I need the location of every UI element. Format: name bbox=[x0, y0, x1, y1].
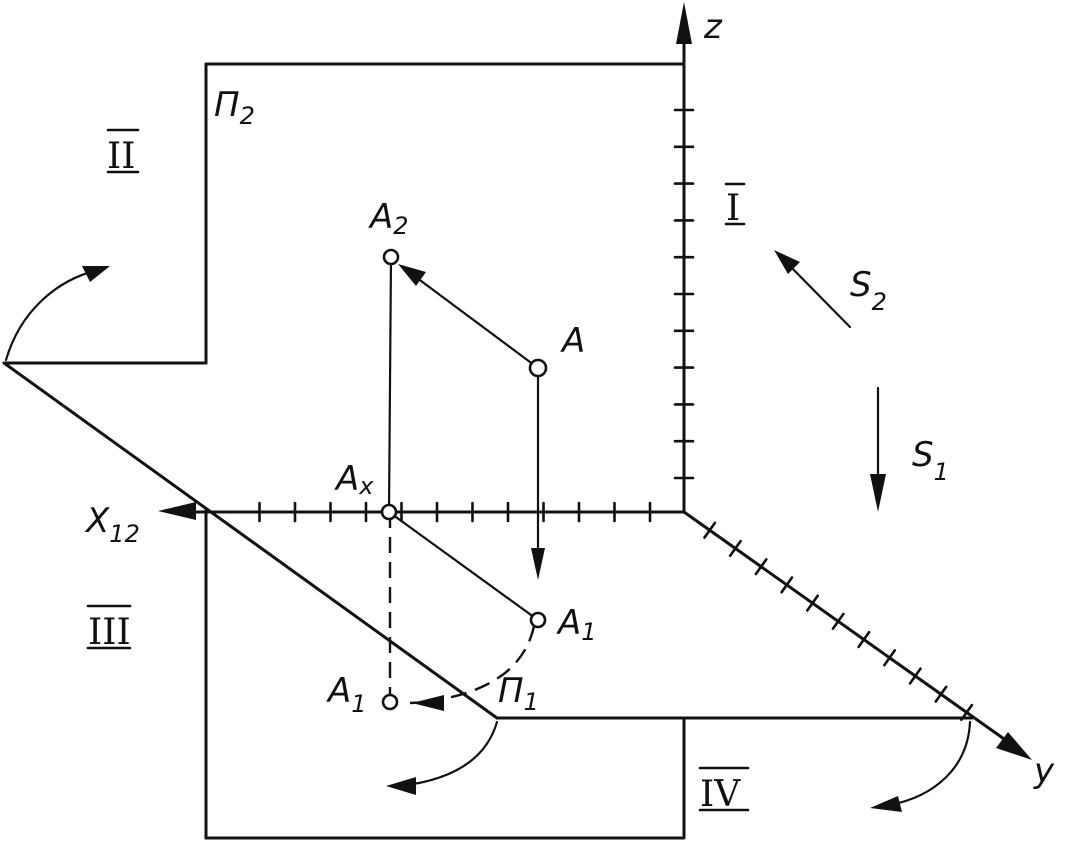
octant-label-four: IV bbox=[698, 766, 750, 815]
y-axis-tick bbox=[754, 558, 768, 576]
direction-s2-label: S2 bbox=[850, 265, 887, 316]
y-axis-tick bbox=[805, 594, 819, 612]
horizontal-plane-oblique-edge bbox=[2, 361, 499, 720]
y-axis-arrowhead bbox=[996, 732, 1032, 760]
frontal-plane-label: Π2 bbox=[214, 85, 255, 130]
projection-arrowhead-a2 bbox=[398, 264, 426, 286]
y-axis-tick bbox=[831, 612, 845, 630]
y-axis-tick bbox=[883, 649, 897, 667]
rotation-arrowhead-lower-right bbox=[870, 796, 902, 812]
y-axis bbox=[682, 510, 1016, 748]
direction-arrowhead-s1 bbox=[870, 474, 886, 512]
point-ax bbox=[380, 503, 398, 521]
direction-arrow-s2 bbox=[784, 260, 852, 329]
point-ax-label: Ax bbox=[334, 459, 374, 500]
point-a1-rotated-label: A1 bbox=[326, 671, 367, 718]
direction-s1-label: S1 bbox=[912, 435, 949, 486]
svg-text:IV: IV bbox=[700, 774, 741, 815]
octant-label-two: II bbox=[106, 128, 140, 177]
svg-text:III: III bbox=[88, 612, 131, 653]
rotation-arc-upper-left bbox=[4, 268, 100, 362]
rotation-arrowhead-upper-left bbox=[82, 266, 110, 282]
svg-text:II: II bbox=[107, 136, 135, 177]
z-axis-label: z bbox=[703, 7, 723, 47]
rotation-arc-lower-right bbox=[882, 720, 972, 808]
point-a-label: A bbox=[560, 321, 585, 361]
x-axis-arrowhead bbox=[158, 502, 196, 520]
y-axis-label: y bbox=[1033, 751, 1055, 791]
point-a1-oblique bbox=[529, 611, 547, 629]
y-axis-tick bbox=[703, 521, 717, 539]
y-axis-tick bbox=[960, 703, 974, 722]
svg-text:I: I bbox=[726, 188, 740, 229]
point-a1-rotated bbox=[381, 693, 399, 711]
octant-label-three: III bbox=[86, 604, 132, 653]
y-axis-tick bbox=[934, 685, 948, 703]
rotation-arc-lower-middle bbox=[398, 720, 499, 788]
link-line-a2-to-ax bbox=[387, 255, 393, 514]
y-axis-ticks bbox=[703, 521, 974, 722]
y-axis-tick bbox=[780, 576, 794, 594]
z-axis-ticks bbox=[673, 108, 695, 480]
z-axis-arrowhead bbox=[676, 2, 692, 44]
y-axis-tick bbox=[908, 667, 922, 685]
y-axis-tick bbox=[857, 630, 871, 649]
x-axis-ticks bbox=[258, 501, 652, 523]
direction-arrowhead-s2 bbox=[774, 250, 800, 274]
projection-arrowhead-a1 bbox=[531, 548, 545, 580]
frontal-plane-outline bbox=[204, 62, 686, 365]
y-axis-tick bbox=[728, 539, 742, 558]
point-a bbox=[528, 358, 548, 378]
point-a1-oblique-label: A1 bbox=[556, 603, 597, 646]
frontal-plane-bottom-edge bbox=[204, 716, 686, 840]
rotation-arrowhead-lower-middle bbox=[386, 777, 416, 795]
link-line-a1-to-ax bbox=[387, 510, 540, 622]
projection-line-a-to-a2 bbox=[403, 267, 540, 370]
octant-label-one: I bbox=[724, 182, 746, 229]
x-axis-label: X12 bbox=[84, 501, 140, 548]
horizontal-plane-label: Π1 bbox=[498, 671, 539, 716]
point-a2-label: A2 bbox=[368, 197, 409, 240]
point-a2 bbox=[382, 248, 400, 266]
rotation-arrowhead-a1 bbox=[412, 695, 444, 711]
